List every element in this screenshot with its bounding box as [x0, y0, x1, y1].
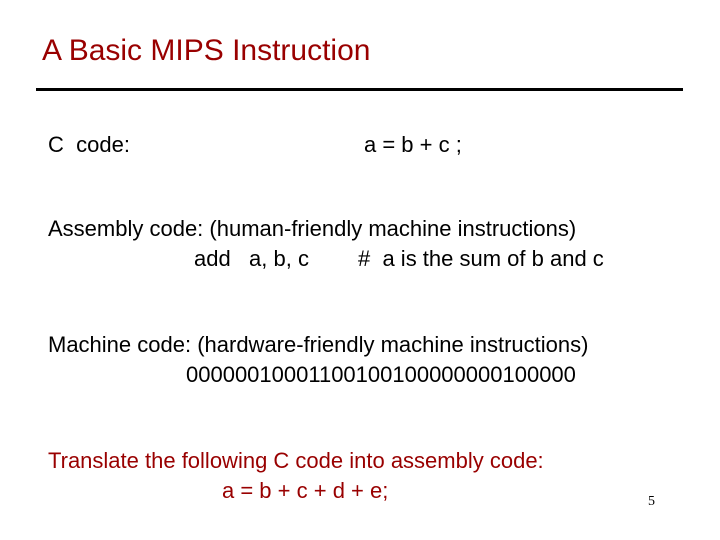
page-number: 5	[648, 494, 655, 509]
c-code-expression: a = b + c ;	[364, 132, 462, 157]
exercise-prompt: Translate the following C code into asse…	[48, 448, 544, 473]
machine-heading: Machine code: (hardware-friendly machine…	[48, 332, 589, 357]
c-code-label: C code:	[48, 132, 130, 157]
slide-title: A Basic MIPS Instruction	[42, 34, 371, 67]
assembly-heading: Assembly code: (human-friendly machine i…	[48, 216, 577, 241]
assembly-comment: # a is the sum of b and c	[358, 246, 604, 271]
exercise-expression: a = b + c + d + e;	[222, 478, 389, 503]
title-divider	[36, 88, 683, 91]
machine-binary: 00000010001100100100000000100000	[186, 362, 576, 387]
assembly-instruction: add a, b, c	[194, 246, 309, 271]
